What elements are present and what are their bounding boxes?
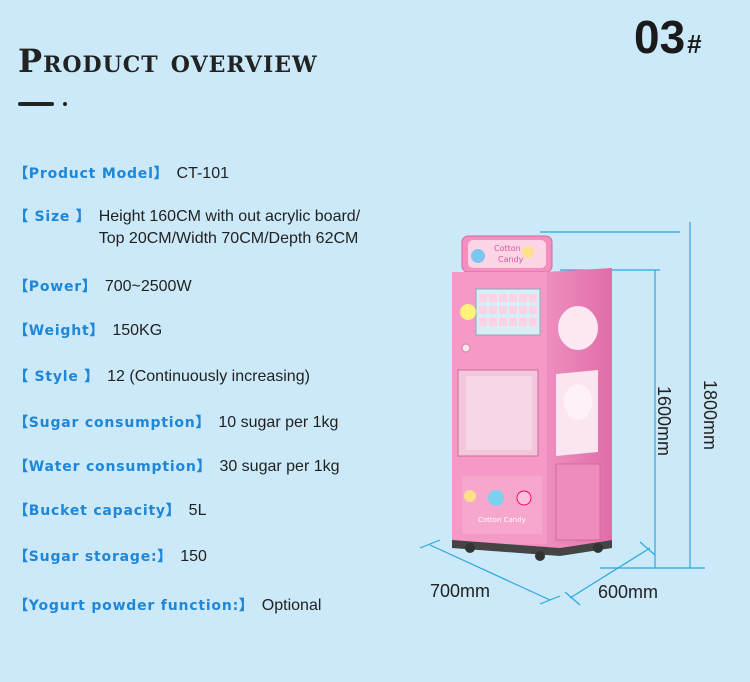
spec-value: 150	[180, 548, 207, 565]
spec-row-weight: 【Weight】 150KG	[14, 320, 162, 342]
spec-label: 【Weight】	[14, 323, 105, 339]
spec-label: 【Power】	[14, 279, 97, 295]
spec-value: 12 (Continuously increasing)	[107, 368, 310, 385]
spec-label: 【 Style 】	[14, 369, 100, 385]
title-underline	[18, 102, 54, 106]
dimension-depth: 600mm	[598, 582, 658, 602]
spec-row-sugar-storage: 【Sugar storage:】 150	[14, 546, 207, 568]
spec-row-style: 【 Style 】 12 (Continuously increasing)	[14, 366, 310, 388]
machine-sign: Cotton Candy	[461, 235, 553, 273]
spec-value: CT-101	[176, 165, 229, 182]
sign-text-top: Cotton	[494, 244, 521, 253]
spec-value: 30 sugar per 1kg	[219, 458, 340, 475]
spec-value: Height 160CM with out acrylic board/ Top…	[99, 206, 360, 250]
spec-label: 【Product Model】	[14, 166, 169, 182]
machine-body: Cotton Candy	[452, 268, 612, 561]
spec-label: 【Water consumption】	[14, 459, 212, 475]
spec-row-bucket-capacity: 【Bucket capacity】 5L	[14, 500, 206, 522]
spec-label: 【Sugar consumption】	[14, 415, 211, 431]
sign-text-bottom: Candy	[498, 255, 524, 264]
page-title: Product overview	[18, 42, 318, 80]
dimension-height-body: 1600mm	[654, 386, 674, 456]
spec-value: 150KG	[112, 322, 163, 339]
spec-value: Optional	[261, 597, 322, 614]
spec-value-line1: Height 160CM with out acrylic board/	[98, 208, 361, 225]
spec-label: 【Bucket capacity】	[14, 503, 181, 519]
spec-row-model: 【Product Model】 CT-101	[14, 163, 229, 185]
spec-value: 700~2500W	[104, 278, 192, 295]
spec-label: 【Sugar storage:】	[14, 549, 173, 565]
page-number: 03#	[634, 11, 702, 63]
spec-row-yogurt-powder: 【Yogurt powder function:】 Optional	[14, 595, 321, 617]
spec-row-sugar-consumption: 【Sugar consumption】 10 sugar per 1kg	[14, 412, 338, 434]
spec-value: 10 sugar per 1kg	[218, 414, 339, 431]
spec-row-power: 【Power】 700~2500W	[14, 276, 192, 298]
spec-value-line2: Top 20CM/Width 70CM/Depth 62CM	[98, 230, 359, 247]
spec-label: 【Yogurt powder function:】	[14, 598, 254, 614]
dimension-height-total: 1800mm	[700, 380, 720, 450]
spec-value: 5L	[188, 502, 207, 519]
dimension-width: 700mm	[430, 581, 490, 601]
title-dot	[63, 102, 67, 106]
base-logo-text: Cotton Candy	[478, 516, 526, 524]
spec-row-size: 【 Size 】 Height 160CM with out acrylic b…	[14, 206, 360, 250]
spec-label: 【 Size 】	[14, 209, 91, 225]
spec-row-water-consumption: 【Water consumption】 30 sugar per 1kg	[14, 456, 340, 478]
